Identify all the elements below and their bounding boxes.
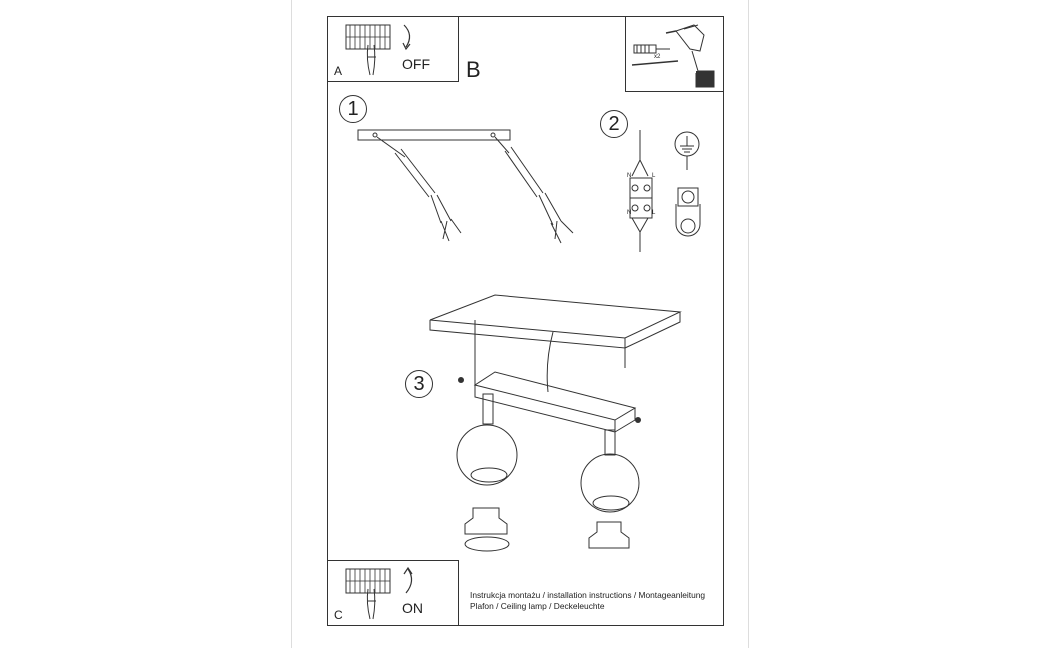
drill-and-anchors-icon bbox=[631, 24, 715, 88]
lamp-assembly-diagram bbox=[429, 294, 682, 552]
breaker-switch-off-icon bbox=[345, 24, 411, 76]
instruction-sheet bbox=[291, 0, 749, 648]
breaker-switch-on-icon bbox=[345, 566, 413, 620]
step-number: 2 bbox=[600, 110, 628, 138]
panel-a: A OFF bbox=[327, 16, 459, 82]
panel-c-letter: C bbox=[334, 608, 343, 622]
terminal-live-label: L bbox=[652, 173, 656, 179]
terminal-live-label-out: L bbox=[652, 210, 656, 216]
terminal-neutral-label: N bbox=[627, 173, 632, 179]
terminal-block-diagram bbox=[629, 130, 653, 252]
panel-b-letter: B bbox=[466, 57, 481, 82]
footer-line-1: Instrukcja montażu / installation instru… bbox=[470, 590, 706, 600]
instruction-frame bbox=[327, 16, 724, 626]
ground-terminal-icon bbox=[674, 131, 701, 237]
anchor-multiplier: x2 bbox=[654, 54, 661, 60]
footer-text: Instrukcja montażu / installation instru… bbox=[470, 590, 705, 612]
panel-a-letter: A bbox=[334, 64, 343, 78]
step-number: 3 bbox=[405, 370, 433, 398]
mounting-plate-cables-diagram bbox=[357, 129, 574, 244]
panel-c-state: ON bbox=[402, 600, 423, 616]
tools-panel: x2 bbox=[625, 16, 724, 92]
panel-c: C ON bbox=[327, 560, 459, 626]
panel-a-state: OFF bbox=[402, 56, 430, 72]
terminal-neutral-label-out: N bbox=[627, 210, 632, 216]
footer-line-2: Plafon / Ceiling lamp / Deckeleuchte bbox=[470, 601, 605, 611]
step-number: 1 bbox=[339, 95, 367, 123]
